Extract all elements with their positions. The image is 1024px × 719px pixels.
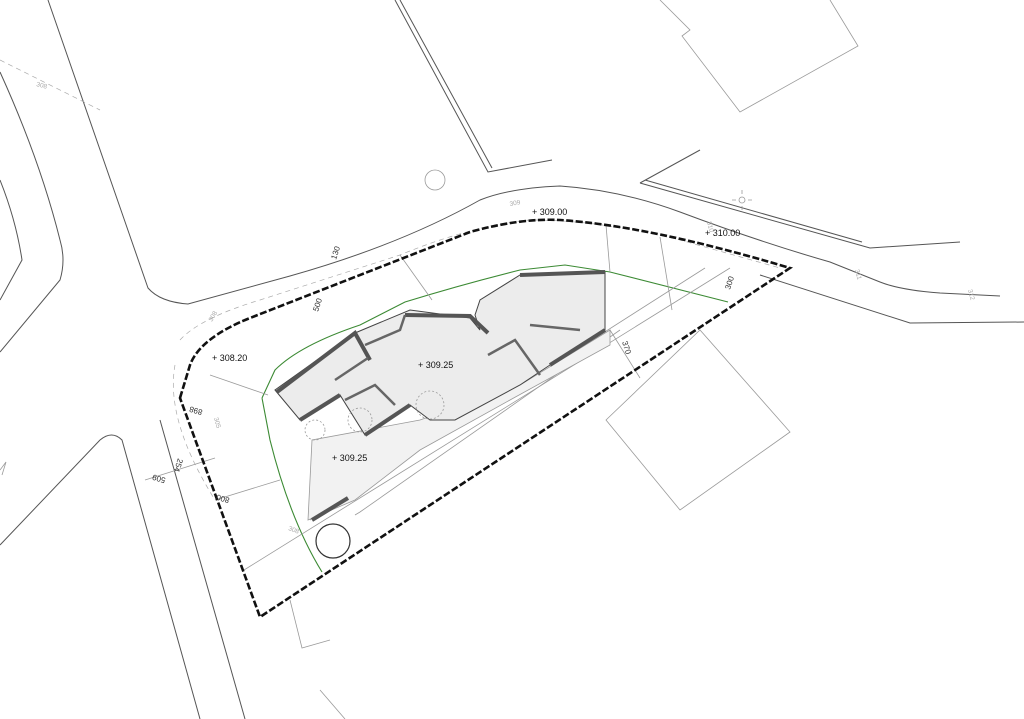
dim-800: 800 [215,492,231,504]
contour-311: 311 [853,269,863,281]
contour-308-a: 308 [35,81,48,91]
contour-312: 312 [966,289,976,302]
edge-mark [0,461,7,476]
contour-308-b: 308 [208,310,220,323]
contour-305: 305 [212,417,222,430]
dim-500: 500 [311,297,324,313]
house-walls [275,270,607,522]
dim-509: 509 [151,472,167,484]
house-footprint [274,271,606,436]
contour-308-c: 308 [287,525,300,535]
contour-310: 310 [705,221,715,234]
property-boundary [178,218,794,619]
dim-254: 254 [172,457,185,473]
elevation-road-top: + 309.00 [532,207,567,217]
elevation-corner-left: + 308.20 [212,353,247,363]
contour-309: 309 [509,199,521,208]
elevation-garden: + 309.25 [332,453,367,463]
trees [304,390,445,559]
sun-symbol [732,190,752,210]
dim-130: 130 [329,245,342,261]
dim-898: 898 [188,404,204,416]
green-boundary [261,264,729,573]
dim-370: 370 [620,340,633,356]
elevation-house: + 309.25 [418,360,453,370]
neighbour-buildings [289,0,859,719]
dim-300: 300 [723,275,736,291]
elevation-road-right: + 310.00 [705,228,740,238]
